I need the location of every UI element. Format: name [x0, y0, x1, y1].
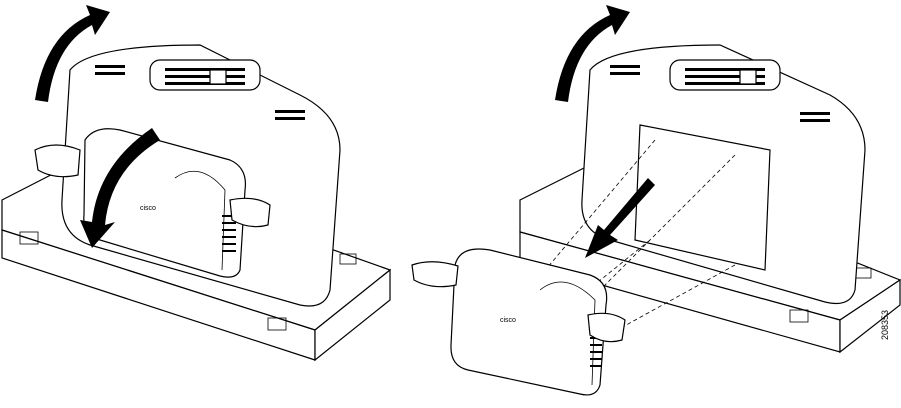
logo: cisco — [500, 317, 516, 324]
rotate-arrow-icon — [555, 5, 630, 102]
hand-right — [587, 312, 626, 343]
logo: cisco — [140, 205, 156, 212]
hand-right — [229, 197, 271, 228]
guide-lines — [519, 139, 736, 346]
right-panel: cisco — [411, 5, 901, 396]
left-panel: cisco — [1, 5, 392, 362]
rotate-arrow-icon — [35, 5, 110, 102]
cover: cisco — [450, 248, 608, 396]
pull-down-arrow-icon — [80, 128, 160, 248]
hand-left — [411, 261, 459, 288]
pull-out-arrow-icon — [585, 178, 655, 258]
display-back — [581, 44, 866, 305]
figure-id: 208353 — [880, 309, 890, 340]
hand-left — [34, 144, 81, 178]
